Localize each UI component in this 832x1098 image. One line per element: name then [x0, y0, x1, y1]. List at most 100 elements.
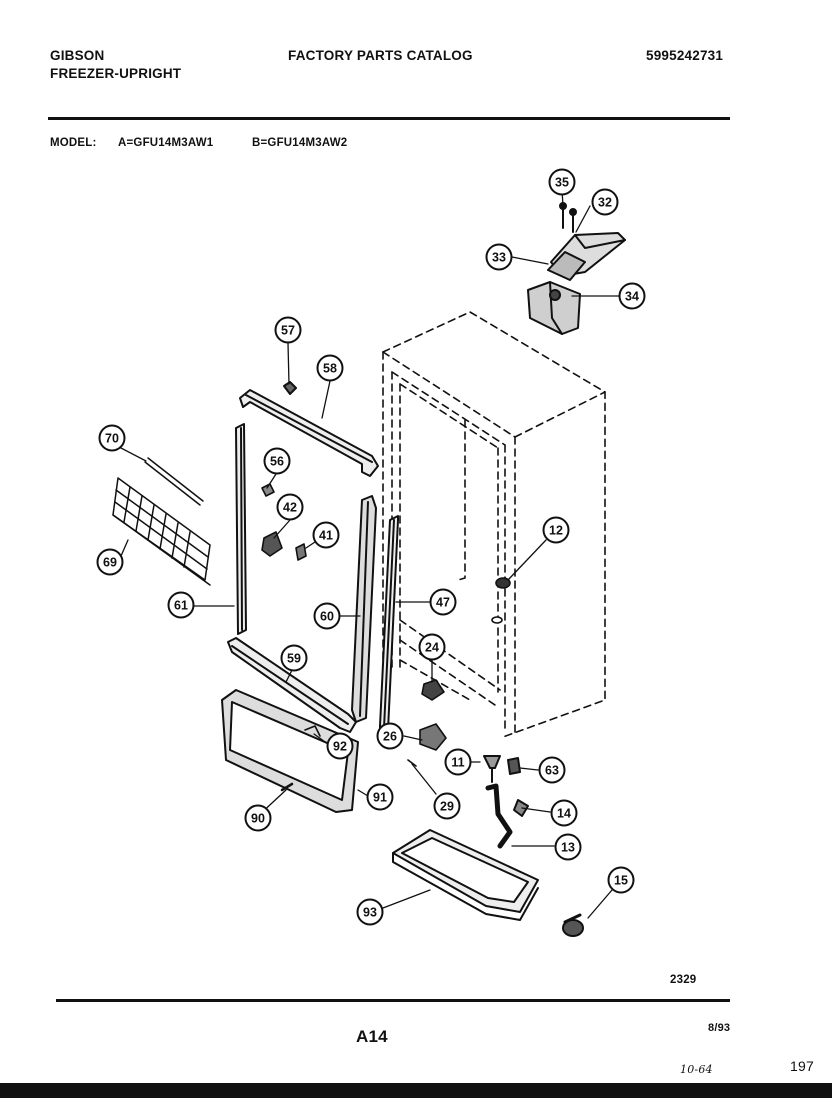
callout-circle	[418, 633, 446, 661]
drain-pan	[392, 829, 539, 921]
callout-93: 93	[356, 898, 384, 926]
callout-circle	[618, 282, 646, 310]
top-hinge-assembly	[527, 202, 626, 335]
callout-circle	[274, 316, 302, 344]
callout-label: 57	[281, 324, 295, 338]
callout-60: 60	[313, 602, 341, 630]
callout-label: 56	[270, 455, 284, 469]
brand-name: GIBSON	[50, 48, 105, 63]
callout-circle	[326, 732, 354, 760]
callout-label: 24	[425, 641, 439, 655]
door-top-frame	[239, 381, 379, 477]
callout-label: 35	[555, 176, 569, 190]
callout-label: 14	[557, 807, 571, 821]
callout-circle	[550, 799, 578, 827]
callout-label: 41	[319, 529, 333, 543]
callout-56: 56	[263, 447, 291, 475]
callout-label: 29	[440, 800, 454, 814]
callout-label: 92	[333, 740, 347, 754]
callout-12: 12	[542, 516, 570, 544]
model-a: A=GFU14M3AW1	[118, 137, 214, 149]
callout-42: 42	[276, 493, 304, 521]
kick-plate	[221, 689, 359, 813]
product-type: FREEZER-UPRIGHT	[50, 66, 182, 81]
callout-circle	[98, 424, 126, 452]
callout-label: 58	[323, 362, 337, 376]
callout-circle	[96, 548, 124, 576]
cabinet-outline	[382, 311, 606, 738]
callout-33: 33	[485, 243, 513, 271]
callout-35: 35	[548, 168, 576, 196]
callout-circle	[444, 748, 472, 776]
callout-29: 29	[433, 792, 461, 820]
callout-label: 15	[614, 874, 628, 888]
callout-label: 47	[436, 596, 450, 610]
callout-circle	[263, 447, 291, 475]
callout-label: 61	[174, 599, 188, 613]
callout-41: 41	[312, 521, 340, 549]
callout-circle	[276, 493, 304, 521]
header-rule	[48, 117, 730, 120]
callout-circle	[548, 168, 576, 196]
model-b: B=GFU14M3AW2	[252, 137, 348, 149]
door-left-frame	[235, 423, 247, 635]
callout-24: 24	[418, 633, 446, 661]
callout-circle	[485, 243, 513, 271]
callout-32: 32	[591, 188, 619, 216]
leader-lines	[118, 190, 620, 919]
callout-92: 92	[326, 732, 354, 760]
callout-label: 33	[492, 251, 506, 265]
callout-58: 58	[316, 354, 344, 382]
callout-26: 26	[376, 722, 404, 750]
callout-circle	[538, 756, 566, 784]
revision-date: 8/93	[708, 1022, 731, 1034]
callout-label: 26	[383, 730, 397, 744]
callout-47: 47	[429, 588, 457, 616]
callout-circle	[280, 644, 308, 672]
handwritten-mark: 197	[790, 1058, 814, 1074]
thermostat-parts	[407, 577, 511, 767]
callout-label: 90	[251, 812, 265, 826]
callout-label: 12	[549, 524, 563, 538]
model-label: MODEL:	[50, 137, 97, 149]
door-bottom-frame	[227, 637, 357, 733]
callout-91: 91	[366, 783, 394, 811]
drain-parts	[483, 755, 584, 937]
callout-61: 61	[167, 591, 195, 619]
callout-label: 32	[598, 196, 612, 210]
callout-circle	[244, 804, 272, 832]
basket-shelf	[112, 457, 211, 586]
callout-63: 63	[538, 756, 566, 784]
callout-label: 93	[363, 906, 377, 920]
callout-11: 11	[444, 748, 472, 776]
callout-circle	[554, 833, 582, 861]
drawing-number: 2329	[670, 974, 697, 986]
callout-label: 13	[561, 841, 575, 855]
callout-label: 91	[373, 791, 387, 805]
callout-circle	[312, 521, 340, 549]
callout-57: 57	[274, 316, 302, 344]
callout-13: 13	[554, 833, 582, 861]
callout-circle	[366, 783, 394, 811]
callout-59: 59	[280, 644, 308, 672]
callout-circle	[433, 792, 461, 820]
callout-69: 69	[96, 548, 124, 576]
callout-label: 60	[320, 610, 334, 624]
catalog-title: FACTORY PARTS CATALOG	[288, 48, 473, 63]
callout-circle	[591, 188, 619, 216]
door-small-parts	[261, 483, 307, 561]
callout-label: 59	[287, 652, 301, 666]
handwritten-note: 10-64	[680, 1063, 713, 1076]
callout-label: 69	[103, 556, 117, 570]
callout-label: 63	[545, 764, 559, 778]
callout-label: 70	[105, 432, 119, 446]
callout-label: 34	[625, 290, 639, 304]
callout-circle	[542, 516, 570, 544]
callout-circle	[356, 898, 384, 926]
door-right-frame	[351, 495, 377, 723]
callout-circle	[376, 722, 404, 750]
callout-90: 90	[244, 804, 272, 832]
page-code: A14	[356, 1027, 388, 1046]
callout-circle	[607, 866, 635, 894]
